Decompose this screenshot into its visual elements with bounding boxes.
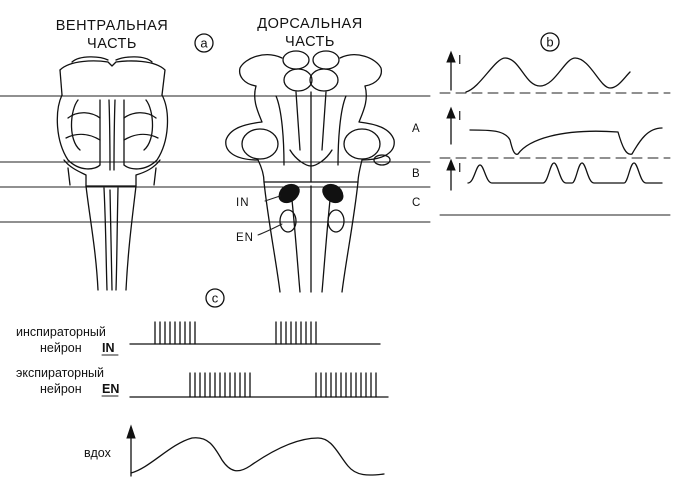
exp-neuron-label-line2: нейрон	[40, 382, 82, 396]
insp-neuron-tag: IN	[102, 341, 115, 355]
dorsal-heading-line2: ЧАСТЬ	[285, 34, 335, 50]
panel-c-marker: c	[205, 288, 225, 308]
panel-a-label: a	[200, 36, 208, 51]
ventral-brainstem-drawing	[56, 56, 169, 291]
inspiratory-nucleus-left	[278, 183, 300, 204]
trace-level-b: I	[446, 106, 663, 155]
level-b-label: B	[412, 168, 421, 180]
dorsal-heading-line1: ДОРСАЛЬНАЯ	[257, 16, 362, 32]
level-lines	[0, 92, 671, 223]
trace-level-c: I	[446, 158, 663, 191]
inspiratory-nucleus-right	[322, 183, 344, 204]
inhale-curve	[126, 424, 385, 477]
ventral-heading-line2: ЧАСТЬ	[87, 36, 137, 52]
trace-level-a: I	[446, 50, 631, 93]
dorsal-brainstem-drawing: IN EN	[225, 50, 395, 293]
inhale-label: вдох	[84, 446, 112, 460]
level-c-label: C	[412, 197, 421, 209]
in-marker-label: IN	[236, 197, 250, 209]
insp-neuron-label-line2: нейрон	[40, 341, 82, 355]
expiratory-nucleus-right	[327, 209, 345, 233]
en-marker-label: EN	[236, 232, 254, 244]
expiratory-nucleus-left	[279, 209, 297, 233]
en-pointer	[257, 223, 283, 236]
panel-c-label: c	[212, 291, 219, 306]
exp-neuron-tag: EN	[102, 382, 119, 396]
in-pointer	[264, 195, 281, 202]
inspiratory-spike-train	[129, 321, 381, 345]
panel-b-label: b	[546, 35, 553, 50]
level-a-label: A	[412, 123, 421, 135]
panel-b-marker: b	[540, 32, 560, 52]
panel-a-marker: a	[194, 33, 214, 53]
trace-b-current-symbol: I	[458, 109, 461, 123]
expiratory-spike-train	[129, 372, 389, 398]
exp-neuron-label-line1: экспираторный	[16, 366, 104, 380]
ventral-heading-line1: ВЕНТРАЛЬНАЯ	[56, 18, 169, 34]
trace-a-current-symbol: I	[458, 53, 461, 67]
insp-neuron-label-line1: инспираторный	[16, 325, 106, 339]
trace-c-current-symbol: I	[458, 161, 461, 175]
